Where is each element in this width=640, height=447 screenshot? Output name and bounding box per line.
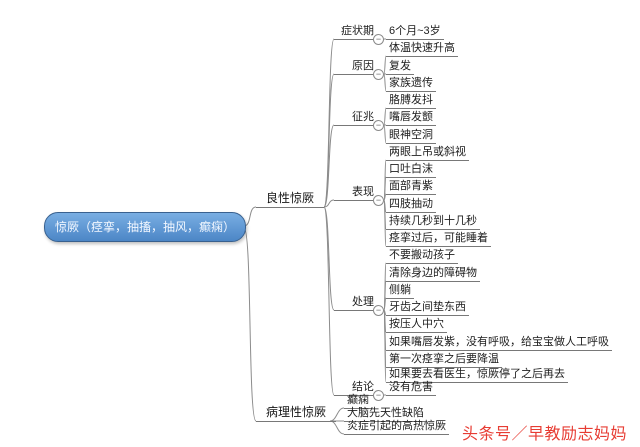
leaf-cool-down[interactable]: 第一次痉挛之后要降温 [386,353,502,368]
leaf-face-cyanosis[interactable]: 面部青紫 [386,180,436,195]
collapse-icon[interactable]: − [373,34,384,45]
leaf-family-history[interactable]: 家族遗传 [386,77,436,92]
connector [323,38,335,208]
connector [243,227,257,422]
leaf-arm-shaking[interactable]: 胳膊发抖 [386,94,436,109]
leaf-epilepsy[interactable]: 癫痫 [344,394,372,409]
leaf-lip-trembling[interactable]: 嘴唇发颤 [386,111,436,126]
leaf-duration[interactable]: 持续几秒到十几秒 [386,215,480,230]
leaf-clear-obstacles[interactable]: 清除身边的障碍物 [386,267,480,282]
category-conclusion[interactable]: 结论 [334,381,376,396]
connector [383,309,387,383]
connector [383,55,387,75]
category-symptom-period[interactable]: 症状期 [334,25,376,40]
leaf-fever-convulsion[interactable]: 炎症引起的高热惊厥 [344,420,449,435]
connector [323,124,335,208]
leaf-recurrence[interactable]: 复发 [386,60,414,75]
root-topic[interactable]: 惊厥（痉挛，抽搐，抽风，癫痫） [44,212,246,242]
connector [323,206,335,396]
category-treatment[interactable]: 处理 [334,296,376,311]
connector [383,73,387,92]
category-manifestation[interactable]: 表现 [334,186,376,201]
branch-pathological[interactable]: 病理性惊厥 [256,405,337,422]
leaf-doctor-after[interactable]: 如果要去看医生，惊厥停了之后再去 [386,368,568,383]
branch-benign[interactable]: 良性惊厥 [256,191,325,208]
leaf-brain-defect[interactable]: 大脑先天性缺陷 [344,407,427,422]
connector [383,124,387,144]
collapse-icon[interactable]: − [373,390,384,401]
collapse-icon[interactable]: − [373,305,384,316]
connector [329,420,345,435]
leaf-temp-rise[interactable]: 体温快速升高 [386,42,458,57]
leaf-cpr[interactable]: 如果嘴唇发紫，没有呼吸，给宝宝做人工呼吸 [386,336,612,351]
leaf-harmless[interactable]: 没有危害 [386,381,436,396]
leaf-age[interactable]: 6个月~3岁 [386,25,444,40]
leaf-teeth-padding[interactable]: 牙齿之间垫东西 [386,301,469,316]
leaf-press-renzhong[interactable]: 按压人中穴 [386,318,447,333]
collapse-icon[interactable]: − [373,120,384,131]
connector [383,199,387,247]
leaf-side-lying[interactable]: 侧躺 [386,284,414,299]
leaf-foaming[interactable]: 口吐白沫 [386,163,436,178]
leaf-sleep-after[interactable]: 痉挛过后，可能睡着 [386,232,491,247]
collapse-icon[interactable]: − [373,69,384,80]
connector [323,199,335,208]
leaf-limb-twitching[interactable]: 四肢抽动 [386,198,436,213]
leaf-no-moving[interactable]: 不要搬动孩子 [386,249,458,264]
watermark: 头条号／早教励志妈妈 [462,426,628,443]
leaf-eyes-rolling[interactable]: 两眼上吊或斜视 [386,146,469,161]
leaf-vacant-eyes[interactable]: 眼神空洞 [386,129,436,144]
collapse-icon[interactable]: − [373,195,384,206]
connector [323,73,335,208]
category-cause[interactable]: 原因 [334,60,376,75]
category-signs[interactable]: 征兆 [334,111,376,126]
